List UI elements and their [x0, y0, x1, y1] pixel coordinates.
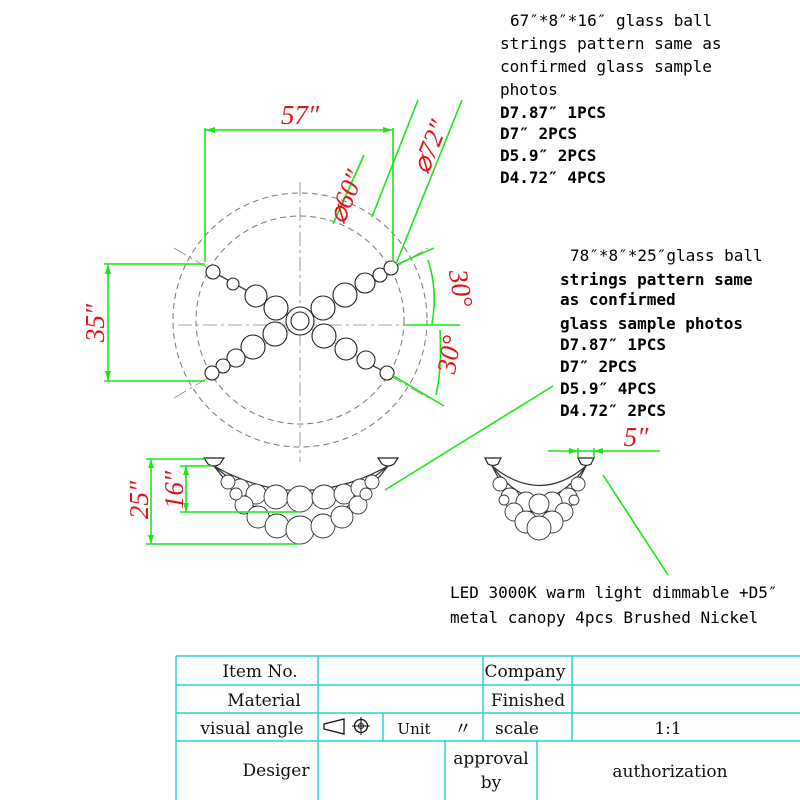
finished-label: Finished	[491, 691, 565, 711]
bottom-spec-note: LED 3000K warm light dimmable +D5″ metal…	[450, 583, 778, 627]
angle-dimensions: 30° 30°	[391, 247, 479, 407]
plan-view: 57″ 35″ ⌀72″ ⌀60″ 30° 30°	[80, 99, 479, 462]
ball	[215, 358, 231, 374]
top-note-spec-3: D5.9″ 2PCS	[500, 146, 596, 165]
mid-note-leader	[384, 385, 554, 491]
ball	[334, 337, 358, 361]
ball	[262, 321, 288, 347]
outer-diameter-circle	[172, 192, 428, 448]
mid-note-line-1: 78″*8″*25″glass ball	[570, 246, 763, 265]
side-right-canopy	[577, 457, 595, 467]
canopy-dimension-label: 5″	[624, 422, 650, 452]
material-label: Material	[227, 691, 301, 711]
ball	[372, 267, 388, 283]
canopy-dimension: 5″	[548, 422, 660, 458]
ball	[226, 348, 246, 368]
top-note-spec-2: D7″ 2PCS	[500, 124, 577, 143]
top-note-line-3: confirmed glass sample	[500, 57, 712, 76]
projection-symbol-icon	[323, 717, 370, 735]
unit-value: 〃	[455, 719, 472, 739]
ball	[263, 295, 289, 321]
mid-note-spec-2: D7″ 2PCS	[560, 357, 637, 376]
scale-value: 1:1	[654, 719, 681, 739]
lower-angle-label: 30°	[431, 333, 467, 377]
mid-note-spec-3: D5.9″ 4PCS	[560, 379, 656, 398]
side-elevation: 5″	[484, 422, 669, 576]
top-note-line-2: strings pattern same as	[500, 34, 722, 53]
bottom-note-line-2: metal canopy 4pcs Brushed Nickel	[450, 608, 758, 627]
designer-label: Desiger	[243, 761, 311, 781]
outer-diameter-label: ⌀72″	[406, 115, 455, 177]
elevation-lower-row	[229, 487, 373, 545]
title-block: Item No. Company Material Finished visua…	[175, 655, 800, 800]
ball	[311, 323, 337, 349]
diameter-leaders: ⌀72″ ⌀60″	[322, 99, 463, 265]
drop-inner-dimension: 16″	[159, 465, 300, 513]
inner-diameter-circle	[195, 215, 405, 425]
ball	[310, 295, 336, 321]
ball-strings-plan	[204, 260, 399, 381]
approval-label-line-2: by	[481, 773, 502, 793]
approval-label-line-1: approval	[453, 749, 528, 769]
top-note-spec-4: D4.72″ 4PCS	[500, 168, 606, 187]
bottom-note-line-1: LED 3000K warm light dimmable +D5″	[450, 583, 778, 602]
item-no-label: Item No.	[222, 662, 297, 682]
mid-note-spec-1: D7.87″ 1PCS	[560, 335, 666, 354]
canopy-leader	[602, 474, 669, 576]
ball	[205, 264, 221, 280]
height-dimension: 35″	[80, 263, 205, 382]
inner-diameter-label: ⌀60″	[322, 165, 371, 227]
ball	[332, 282, 358, 308]
scale-label: scale	[495, 719, 539, 739]
authorization-label: authorization	[612, 762, 727, 782]
ball	[379, 365, 395, 381]
right-canopy	[376, 457, 400, 467]
side-left-canopy	[484, 457, 502, 467]
side-balls	[492, 476, 586, 541]
height-dimension-label: 35″	[80, 303, 110, 343]
mid-note-spec-4: D4.72″ 2PCS	[560, 401, 666, 420]
front-elevation: 16″ 25″	[124, 457, 400, 545]
width-dimension: 57″	[204, 100, 394, 262]
center-ball-inner	[290, 311, 310, 331]
top-spec-note: 67″*8″*16″ glass ball strings pattern sa…	[500, 11, 722, 187]
width-dimension-label: 57″	[281, 100, 320, 130]
mid-note-line-2: strings pattern same	[560, 270, 753, 289]
ball	[240, 334, 266, 360]
ball	[383, 260, 399, 276]
ball	[356, 350, 376, 370]
mid-note-line-3: as confirmed	[560, 290, 676, 309]
top-note-line-4: photos	[500, 80, 558, 99]
ball	[204, 365, 220, 381]
drop-outer-label: 25″	[124, 480, 154, 519]
top-note-spec-1: D7.87″ 1PCS	[500, 103, 606, 122]
left-canopy	[202, 457, 226, 467]
ball	[226, 277, 240, 291]
drop-outer-dimension: 25″	[124, 458, 300, 545]
top-note-line-1: 67″*8″*16″ glass ball	[510, 11, 712, 30]
drop-inner-label: 16″	[159, 470, 189, 509]
middle-spec-note: 78″*8″*25″glass ball strings pattern sam…	[384, 246, 763, 491]
visual-angle-label: visual angle	[199, 719, 303, 739]
elevation-upper-row	[220, 474, 380, 513]
mid-note-line-4: glass sample photos	[560, 314, 743, 333]
company-label: Company	[485, 662, 566, 682]
ball	[354, 272, 376, 294]
unit-label: Unit	[397, 720, 430, 738]
ball	[244, 284, 268, 308]
upper-angle-label: 30°	[443, 266, 479, 310]
